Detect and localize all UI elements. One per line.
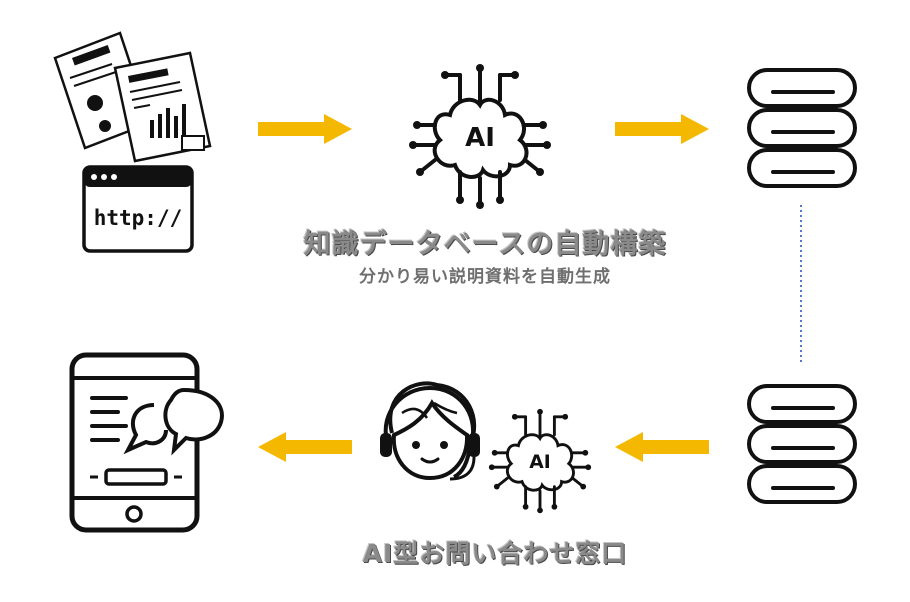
operator-icon (380, 381, 480, 481)
documents-icon (53, 31, 212, 163)
ai-label: AI (465, 123, 495, 153)
main-title: 知識データベースの自動構築 (303, 229, 667, 260)
database-icon-bottom (747, 384, 857, 504)
ai-brain-icon: AI (409, 64, 551, 209)
dotted-connector (800, 205, 802, 365)
ai-brain-small-icon: AI (488, 408, 592, 514)
bottom-title: AI型お問い合わせ窓口 (362, 539, 628, 568)
arrow-right-1 (258, 114, 352, 144)
arrow-left-2 (615, 432, 709, 462)
main-subtitle: 分かり易い説明資料を自動生成 (359, 267, 611, 287)
ai-label-small: AI (529, 452, 550, 473)
browser-url-text: http:// (94, 206, 183, 230)
arrow-left-1 (258, 432, 352, 462)
tablet-chat-icon (69, 352, 224, 533)
database-icon-top (747, 68, 857, 188)
browser-icon: http:// (82, 165, 194, 253)
arrow-right-2 (615, 114, 709, 144)
